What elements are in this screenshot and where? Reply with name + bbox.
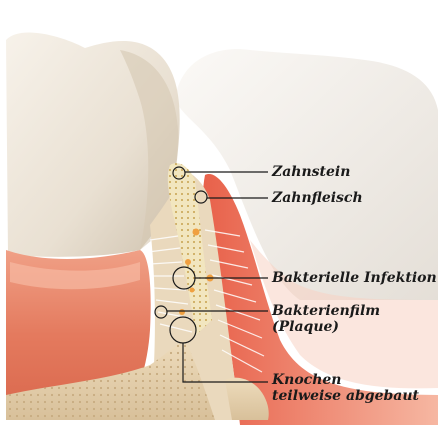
label-bakterienfilm: Bakterienfilm (272, 303, 380, 320)
label-plaque: (Plaque) (272, 319, 339, 336)
label-zahnfleisch: Zahnfleisch (272, 190, 363, 207)
label-knochen-abgebaut: teilweise abgebaut (272, 388, 419, 405)
label-bakterielle-infektion: Bakterielle Infektion (272, 270, 437, 287)
label-knochen: Knochen (272, 372, 341, 389)
label-zahnstein: Zahnstein (272, 164, 350, 181)
